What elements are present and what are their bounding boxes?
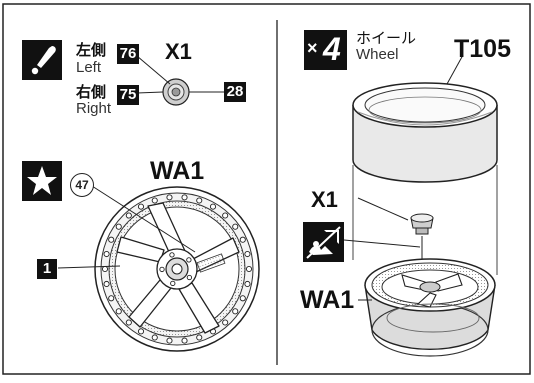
rim-bolt — [166, 337, 173, 344]
rim-bolt — [103, 250, 110, 258]
wheel-front-view — [94, 186, 260, 352]
right-side-label-jp: 右側 — [76, 83, 107, 101]
right-color-number: 75 — [117, 85, 139, 105]
rim-bolt — [209, 203, 217, 210]
star-icon — [22, 161, 62, 201]
tire-part — [352, 82, 498, 183]
rim-bolt — [103, 280, 110, 288]
multiplier-number: 4 — [323, 31, 341, 67]
multiplier-x: × — [307, 38, 318, 58]
rim-bolt — [196, 197, 203, 204]
rim-bolt — [232, 308, 239, 315]
paint-brush-icon — [22, 40, 62, 80]
part-number-1: 1 — [37, 259, 57, 279]
rim-bolt — [239, 236, 246, 243]
rim-bolt — [181, 194, 188, 201]
left-color-number: 76 — [117, 44, 139, 64]
right-side-label-en: Right — [76, 100, 112, 117]
rim-bolt — [115, 308, 122, 315]
rim-bolt — [125, 212, 132, 219]
wheel-part-name: WA1 — [150, 157, 205, 185]
rim-bolt — [181, 337, 188, 344]
leader-right-color — [136, 91, 164, 94]
left-side-label-jp: 左側 — [76, 41, 107, 59]
center-nut-part — [410, 213, 434, 235]
rim-bolt — [222, 212, 229, 219]
rim-bolt — [108, 295, 115, 302]
rim-bolt — [151, 197, 158, 204]
page-border — [2, 3, 531, 375]
center-color-number: 28 — [224, 82, 246, 102]
rim-bolt — [232, 223, 239, 230]
tire-part-name: T105 — [454, 35, 511, 63]
paint-quantity: X1 — [165, 39, 192, 64]
rim-bolt — [115, 223, 122, 230]
wheel-title-jp: ホイール — [356, 29, 417, 47]
rim-bolts — [101, 194, 253, 344]
rim-bolt — [245, 265, 253, 273]
lug-nut — [170, 280, 176, 287]
leader-tire-name — [446, 54, 464, 85]
multiplier-badge: × 4 — [304, 30, 347, 70]
leader-part-1 — [57, 265, 121, 269]
no-glue-icon — [303, 222, 344, 262]
center-cap-part — [162, 78, 190, 106]
rim-bolt — [239, 295, 246, 302]
rim-bolt — [151, 334, 158, 341]
rim-bolt — [101, 265, 109, 273]
lug-nut — [169, 252, 175, 258]
rim-bolt — [108, 236, 115, 243]
rim-bolt — [244, 250, 251, 258]
lug-nut — [186, 274, 193, 281]
lug-nuts — [159, 252, 193, 287]
rim-bolt — [137, 203, 145, 210]
rim-bolt — [244, 280, 251, 288]
wheel-title-en: Wheel — [356, 46, 399, 63]
rim-bolt — [125, 319, 132, 326]
lug-nut — [159, 266, 165, 273]
leader-decal — [91, 185, 196, 253]
left-side-label-en: Left — [76, 59, 102, 76]
leader-glue-mark — [343, 239, 421, 248]
rim-bolt — [222, 319, 229, 326]
leader-left-color — [136, 55, 171, 85]
nut-quantity: X1 — [311, 187, 338, 212]
rim-bolt — [137, 328, 145, 335]
decal-number: 47 — [70, 173, 94, 197]
wheel-part-name-assembly: WA1 — [300, 286, 355, 314]
lug-nut — [186, 257, 192, 263]
rim-bolt — [166, 194, 173, 201]
rim-bolt — [196, 334, 203, 341]
wheel-side-view — [364, 258, 496, 357]
leader-nut-qty — [357, 197, 409, 221]
